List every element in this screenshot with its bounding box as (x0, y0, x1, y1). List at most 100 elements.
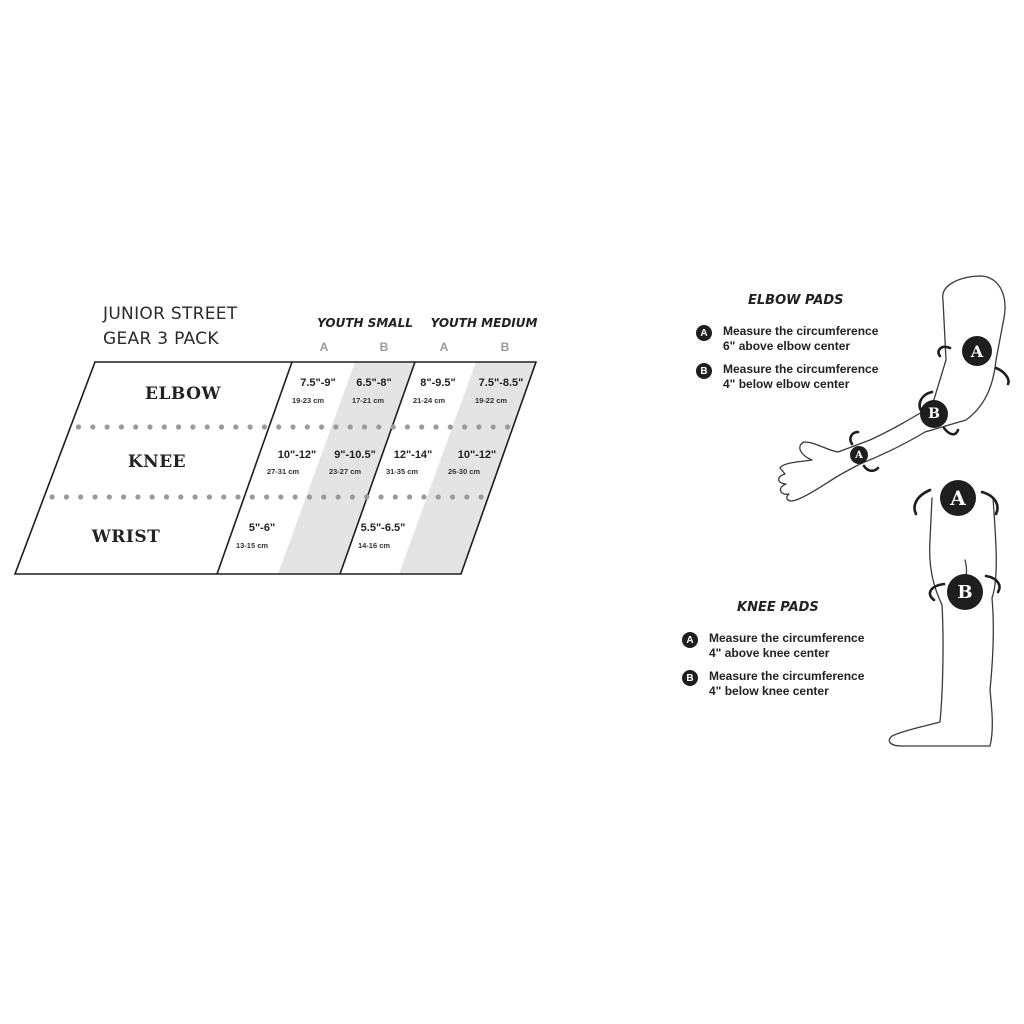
separator-dot-0-21 (376, 424, 382, 430)
separator-dot-0-6 (161, 424, 167, 430)
separator-dot-1-17 (292, 494, 298, 500)
separator-dot-1-8 (163, 494, 170, 500)
cell-elbow-small-a: 7.5"-9" (300, 377, 336, 389)
separator-dot-0-16 (304, 424, 310, 430)
knee-instruction-a-line2: 4" above knee center (709, 646, 830, 660)
separator-dot-0-10 (218, 424, 225, 430)
shaded-columns (278, 362, 536, 574)
col-header-medium-a: A (439, 340, 449, 354)
cell-elbow-small-a-cm: 19-23 cm (291, 396, 325, 405)
shade-youth-small-b (278, 362, 415, 574)
rotation-arrow-elbow-b-bottom (942, 426, 960, 436)
elbow-badge-b: B (696, 363, 712, 379)
elbow-badge-a: A (696, 325, 712, 341)
separator-dot-1-16 (278, 494, 284, 500)
leg-marker-a: A (940, 480, 976, 516)
knee-instruction-a-line1: Measure the circumference (709, 631, 865, 645)
separator-dot-1-10 (192, 494, 198, 500)
rotation-arrow-knee-a-right (980, 490, 999, 516)
separator-dot-0-8 (190, 424, 196, 430)
rotation-arrow-knee-a-left (913, 488, 932, 516)
separator-dot-0-13 (261, 424, 267, 430)
separator-size-groups (339, 361, 416, 575)
knee-instruction-b-line2: 4" below knee center (709, 684, 829, 698)
separator-dot-0-12 (247, 424, 253, 430)
cell-elbow-small-b-cm: 17-21 cm (351, 396, 385, 405)
elbow-instruction-b-line2: 4" below elbow center (723, 377, 850, 391)
knee-pads-heading: KNEE PADS (737, 600, 819, 615)
group-header-youth-medium: YOUTH MEDIUM (430, 316, 538, 330)
row-label-wrist: WRIST (91, 527, 161, 547)
table-outline (13, 361, 538, 575)
separator-dot-1-12 (221, 494, 227, 500)
separator-dot-0-23 (404, 424, 410, 430)
separator-dot-1-13 (235, 494, 241, 500)
separator-dot-0-27 (462, 424, 468, 430)
separator-dot-1-28 (449, 494, 456, 500)
knee-instruction-b-line1: Measure the circumference (709, 669, 865, 683)
elbow-instruction-a-line1: Measure the circumference (723, 324, 879, 338)
arm-outline-icon (778, 275, 1006, 502)
separator-dot-1-0 (49, 494, 55, 500)
rotation-arrow-elbow-a-right (994, 366, 1010, 386)
separator-dot-0-7 (176, 424, 182, 430)
knee-instruction-b: Measure the circumference 4" below knee … (709, 670, 864, 697)
separator-dot-1-21 (349, 494, 355, 500)
cell-knee-small-a: 10"-12" (277, 449, 317, 461)
separator-dot-1-1 (63, 494, 69, 500)
separator-dot-1-2 (78, 494, 84, 500)
separator-dot-1-5 (121, 494, 127, 500)
chart-grid (13, 361, 538, 575)
col-header-medium-b: B (500, 340, 510, 354)
elbow-instruction-b: Measure the circumference 4" below elbow… (723, 363, 878, 390)
leg-outline-icon (888, 497, 997, 747)
group-header-youth-small: YOUTH SMALL (317, 316, 413, 330)
separator-dot-0-24 (419, 424, 425, 430)
separator-dot-1-4 (106, 494, 112, 500)
separator-dot-0-0 (75, 424, 82, 430)
separator-dot-0-1 (90, 424, 96, 430)
separator-dot-0-25 (433, 424, 439, 430)
knee-badge-a: A (682, 632, 698, 648)
separator-dot-1-14 (249, 494, 255, 500)
cell-elbow-medium-b: 7.5"-8.5" (478, 377, 524, 389)
separator-dot-1-29 (464, 494, 470, 500)
separator-dot-1-22 (364, 494, 370, 500)
product-title-line1: JUNIOR STREET (103, 304, 238, 324)
separator-dot-0-5 (147, 424, 153, 430)
rotation-arrow-wrist-top (849, 430, 860, 446)
cell-elbow-medium-b-cm: 19-22 cm (474, 396, 508, 405)
elbow-instruction-a: Measure the circumference 6" above elbow… (723, 325, 878, 352)
cell-elbow-medium-a: 8"-9.5" (420, 377, 456, 389)
elbow-instruction-b-line1: Measure the circumference (723, 362, 879, 376)
col-header-small-a: A (319, 340, 329, 354)
separator-dot-0-14 (276, 424, 282, 430)
separator-dot-1-19 (321, 494, 327, 500)
cell-knee-small-b: 9"-10.5" (334, 449, 376, 461)
elbow-instruction-a-line2: 6" above elbow center (723, 339, 851, 353)
separator-dot-0-17 (319, 424, 325, 430)
row-label-elbow: ELBOW (145, 384, 221, 404)
separator-dot-0-19 (347, 424, 353, 430)
row-separators (49, 424, 511, 500)
separator-dot-0-28 (476, 424, 482, 430)
leg-marker-b: B (947, 574, 983, 610)
separator-dot-1-3 (92, 494, 98, 500)
cell-wrist-medium-a-cm: 14-16 cm (357, 541, 391, 550)
elbow-pads-heading: ELBOW PADS (748, 293, 844, 308)
cell-knee-medium-a-cm: 31-35 cm (385, 467, 419, 476)
arm-marker-a-upper: A (962, 336, 992, 366)
separator-dot-1-23 (378, 494, 384, 500)
knee-badge-b: B (682, 670, 698, 686)
cell-wrist-small-a: 5"-6" (248, 522, 276, 534)
separator-dot-1-20 (335, 494, 341, 500)
separator-dot-0-9 (204, 424, 210, 430)
separator-dot-1-6 (135, 494, 141, 500)
cell-knee-medium-a: 12"-14" (393, 449, 433, 461)
separator-dot-1-11 (206, 494, 212, 500)
cell-knee-medium-b-cm: 26-30 cm (447, 467, 481, 476)
separator-dot-0-2 (104, 424, 110, 430)
cell-wrist-medium-a: 5.5"-6.5" (360, 522, 406, 534)
separator-dot-1-7 (149, 494, 155, 500)
